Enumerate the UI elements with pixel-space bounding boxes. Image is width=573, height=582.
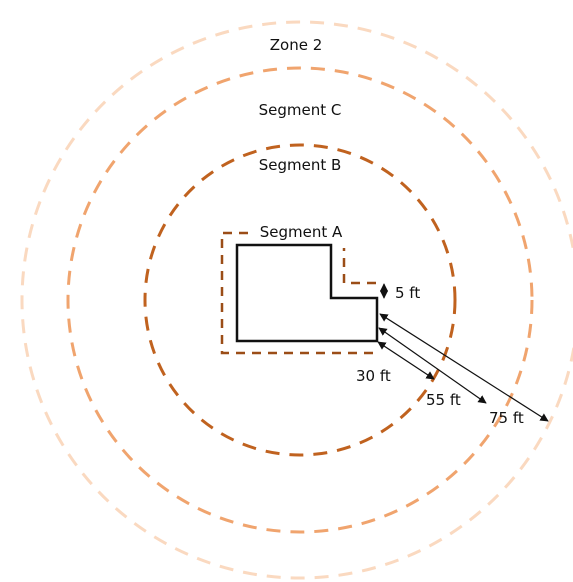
zone-2-ring: [20, 20, 573, 580]
segment-b-ring: [143, 143, 457, 457]
segment-c-ring: [66, 66, 534, 534]
segment-c-label: Segment C: [259, 101, 342, 119]
dimension-75ft-label: 75 ft: [489, 409, 524, 427]
dimension-5ft-label: 5 ft: [395, 284, 420, 302]
segment-a-outline: [220, 231, 376, 355]
dimension-30ft-label: 30 ft: [356, 367, 391, 385]
segment-b-label: Segment B: [259, 156, 342, 174]
zone-2-label: Zone 2: [270, 36, 323, 54]
building-footprint: [235, 243, 379, 343]
dimension-55ft-label: 55 ft: [426, 391, 461, 409]
segment-a-label: Segment A: [260, 223, 343, 241]
dimension-75ft-arrow: [379, 313, 549, 422]
